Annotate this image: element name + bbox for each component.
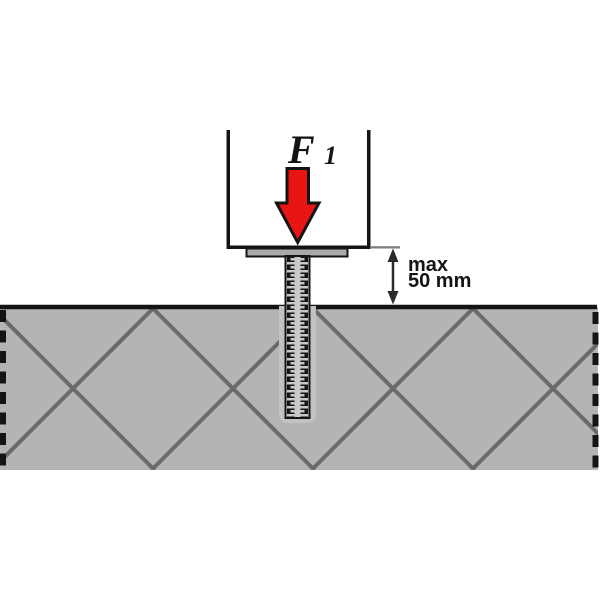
embedment-dimension: max 50 mm — [387, 248, 471, 305]
threaded-rod — [284, 255, 311, 419]
fixture-bottom-edge — [226, 245, 371, 249]
force-subscript: 1 — [324, 141, 337, 170]
dimension-label-line1: max — [408, 254, 448, 276]
dimension-label-line2: 50 mm — [408, 270, 471, 292]
dimension-arrow-up-head-icon — [387, 248, 399, 262]
force-label: F 1 — [287, 127, 337, 172]
test-fixture — [226, 130, 400, 249]
fixture-right-wall — [367, 130, 371, 249]
dimension-extension-line — [370, 246, 400, 249]
dimension-arrow-down-head-icon — [387, 291, 399, 305]
force-down-arrow-icon — [273, 167, 322, 246]
force-symbol: F — [287, 127, 315, 172]
fixture-left-wall — [226, 130, 230, 249]
